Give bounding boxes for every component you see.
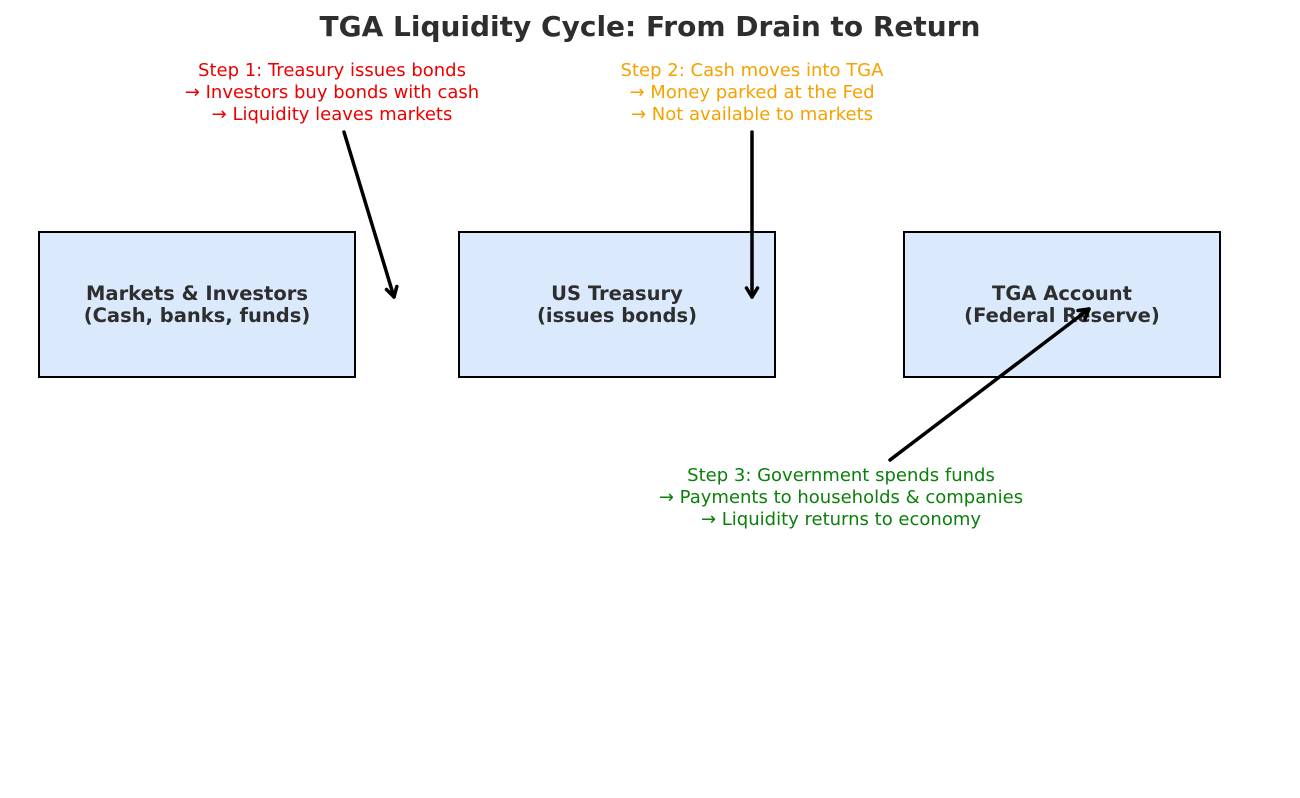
tga-account-box: TGA Account (Federal Reserve) <box>903 231 1221 378</box>
step3-annotation: Step 3: Government spends funds → Paymen… <box>659 465 1023 531</box>
us-treasury-box: US Treasury (issues bonds) <box>458 231 776 378</box>
step1-line3: → Liquidity leaves markets <box>211 104 453 125</box>
tga-box-subtitle: (Federal Reserve) <box>964 303 1160 327</box>
treasury-box-subtitle: (issues bonds) <box>536 303 698 327</box>
step1-line2: → Investors buy bonds with cash <box>184 82 480 103</box>
step2-line1: Step 2: Cash moves into TGA <box>620 60 884 81</box>
step1-line1: Step 1: Treasury issues bonds <box>198 60 466 81</box>
step2-line2: → Money parked at the Fed <box>629 82 875 103</box>
step1-annotation: Step 1: Treasury issues bonds → Investor… <box>185 60 479 126</box>
markets-investors-box: Markets & Investors (Cash, banks, funds) <box>38 231 356 378</box>
step2-annotation: Step 2: Cash moves into TGA → Money park… <box>621 60 884 126</box>
step3-line2: → Payments to households & companies <box>658 487 1024 508</box>
diagram-title: TGA Liquidity Cycle: From Drain to Retur… <box>319 10 981 43</box>
step3-line3: → Liquidity returns to economy <box>700 509 982 530</box>
step3-line1: Step 3: Government spends funds <box>687 465 995 486</box>
tga-box-title: TGA Account <box>992 281 1132 305</box>
markets-box-title: Markets & Investors <box>86 281 308 305</box>
markets-box-subtitle: (Cash, banks, funds) <box>83 303 311 327</box>
treasury-box-title: US Treasury <box>551 281 683 305</box>
step2-line3: → Not available to markets <box>630 104 874 125</box>
